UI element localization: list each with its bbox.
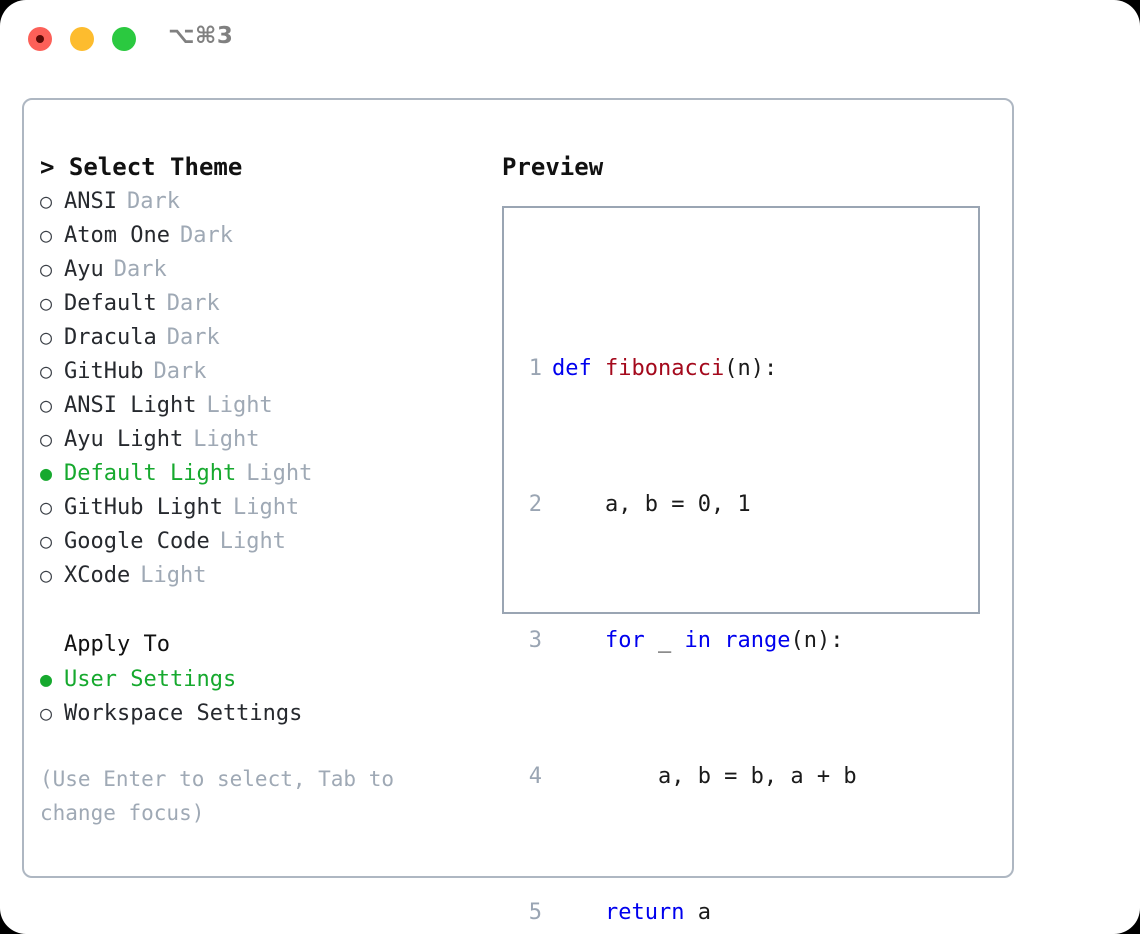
code-line: 1 def fibonacci(n):	[518, 352, 883, 386]
theme-option-ayu-dark[interactable]: ○ Ayu Dark	[40, 252, 500, 286]
radio-icon: ○	[40, 427, 53, 451]
code-token: in	[684, 628, 711, 653]
theme-option-xcode[interactable]: ○ XCode Light	[40, 558, 500, 592]
theme-option-atom-one-dark[interactable]: ○ Atom One Dark	[40, 218, 500, 252]
radio-icon: ○	[40, 701, 53, 725]
radio-icon: ○	[40, 325, 53, 349]
main-panel: > Select Theme ○ ANSI Dark ○ Atom One Da…	[22, 98, 1014, 925]
apply-to-user-settings[interactable]: ● User Settings	[40, 662, 500, 696]
theme-label: ANSI Light	[64, 393, 197, 418]
theme-option-github-dark[interactable]: ○ GitHub Dark	[40, 354, 500, 388]
theme-label: ANSI	[64, 189, 117, 214]
code-token: return	[604, 900, 685, 925]
radio-icon: ○	[40, 359, 53, 383]
preview-box: 1 def fibonacci(n): 2 a, b = 0, 1 3 for …	[502, 206, 980, 925]
theme-variant: Light	[206, 393, 273, 418]
code-token: range	[724, 628, 791, 653]
code-sample: 1 def fibonacci(n): 2 a, b = 0, 1 3 for …	[518, 250, 883, 934]
keyboard-shortcut-label: ⌥⌘3	[168, 23, 234, 49]
code-line: 3 for _ in range(n):	[518, 624, 883, 658]
radio-icon: ○	[40, 291, 53, 315]
radio-icon: ○	[40, 529, 53, 553]
theme-variant: Dark	[113, 257, 167, 282]
code-line: 4 a, b = b, a + b	[518, 760, 883, 794]
radio-selected-icon: ●	[40, 461, 53, 485]
code-token: for	[604, 628, 645, 653]
code-token: _	[644, 628, 685, 653]
code-token	[552, 628, 605, 653]
code-token: (n):	[790, 628, 844, 653]
theme-option-ayu-light[interactable]: ○ Ayu Light Light	[40, 422, 500, 456]
theme-label: Default	[64, 291, 157, 316]
theme-option-list[interactable]: ○ ANSI Dark ○ Atom One Dark ○ Ayu Dark	[40, 184, 500, 592]
theme-variant: Light	[193, 427, 260, 452]
apply-to-workspace-settings[interactable]: ○ Workspace Settings	[40, 696, 500, 730]
maximize-button[interactable]	[112, 27, 136, 51]
theme-variant: Dark	[153, 359, 207, 384]
section-spacer	[40, 592, 500, 628]
radio-icon: ○	[40, 223, 53, 247]
code-token: def	[552, 356, 592, 381]
theme-variant: Dark	[179, 223, 233, 248]
line-number: 1	[528, 356, 542, 381]
line-number: 4	[528, 764, 542, 789]
theme-variant: Dark	[126, 189, 180, 214]
radio-icon: ○	[40, 257, 53, 281]
theme-variant: Light	[246, 461, 313, 486]
code-token	[592, 356, 605, 381]
theme-option-ansi-light[interactable]: ○ ANSI Light Light	[40, 388, 500, 422]
code-line: 5 return a	[518, 896, 883, 930]
preview-column: Preview 1 def fibonacci(n): 2 a, b = 0, …	[502, 150, 1002, 925]
theme-label: Ayu	[64, 257, 104, 282]
apply-to-list[interactable]: ● User Settings ○ Workspace Settings	[40, 662, 500, 730]
theme-label: Atom One	[64, 223, 170, 248]
code-token: fibonacci	[605, 356, 725, 381]
apply-to-header: Apply To	[64, 632, 170, 657]
theme-label: XCode	[64, 563, 131, 588]
theme-option-default-dark[interactable]: ○ Default Dark	[40, 286, 500, 320]
theme-option-ansi-dark[interactable]: ○ ANSI Dark	[40, 184, 500, 218]
theme-option-dracula-dark[interactable]: ○ Dracula Dark	[40, 320, 500, 354]
theme-option-google-code[interactable]: ○ Google Code Light	[40, 524, 500, 558]
keyboard-hint-text: (Use Enter to select, Tab to change focu…	[40, 767, 395, 825]
line-number: 3	[528, 628, 542, 653]
code-token: a	[684, 900, 711, 925]
radio-icon: ○	[40, 563, 53, 587]
line-number: 2	[528, 492, 542, 517]
radio-icon: ○	[40, 393, 53, 417]
theme-variant: Dark	[166, 291, 220, 316]
select-theme-header: > Select Theme	[40, 153, 243, 181]
theme-label: Google Code	[64, 529, 210, 554]
apply-to-label: User Settings	[64, 667, 237, 692]
apply-to-label: Workspace Settings	[64, 701, 303, 726]
code-token	[711, 628, 724, 653]
theme-variant: Light	[140, 563, 207, 588]
theme-option-github-light[interactable]: ○ GitHub Light Light	[40, 490, 500, 524]
theme-label: Ayu Light	[64, 427, 184, 452]
window-controls	[28, 27, 136, 51]
code-token	[552, 900, 605, 925]
theme-option-default-light[interactable]: ● Default Light Light	[40, 456, 500, 490]
code-line: 2 a, b = 0, 1	[518, 488, 883, 522]
theme-label: GitHub Light	[64, 495, 223, 520]
radio-selected-icon: ●	[40, 667, 53, 691]
close-button[interactable]	[28, 27, 52, 51]
theme-picker-column: > Select Theme ○ ANSI Dark ○ Atom One Da…	[40, 150, 500, 830]
theme-variant: Light	[232, 495, 300, 520]
theme-label: Dracula	[64, 325, 157, 350]
theme-label: Default Light	[64, 461, 237, 486]
code-token: (n):	[724, 356, 778, 381]
code-token: a, b = b, a + b	[552, 764, 857, 789]
theme-variant: Light	[219, 529, 286, 554]
line-number: 5	[528, 900, 542, 925]
theme-variant: Dark	[166, 325, 220, 350]
title-bar: ⌥⌘3	[0, 0, 1140, 78]
code-token: a, b = 0, 1	[552, 492, 751, 517]
radio-icon: ○	[40, 495, 53, 519]
theme-label: GitHub	[64, 359, 144, 384]
minimize-button[interactable]	[70, 27, 94, 51]
preview-header: Preview	[502, 153, 604, 181]
radio-icon: ○	[40, 189, 53, 213]
